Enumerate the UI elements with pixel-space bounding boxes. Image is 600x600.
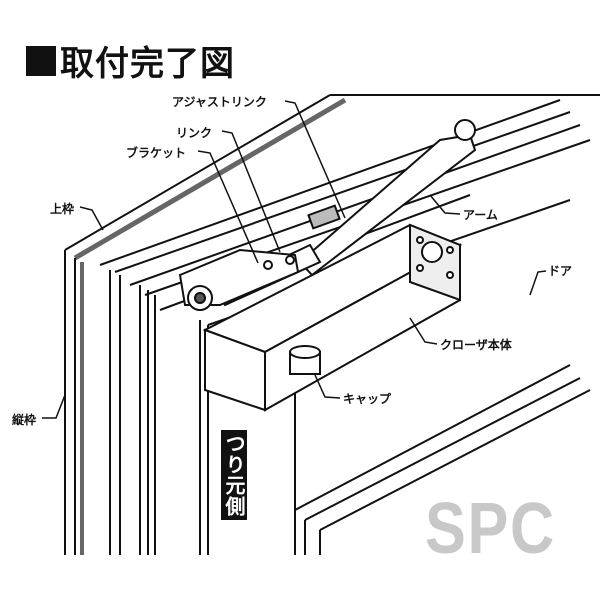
hinge-side-badge: つり元側 [221, 430, 247, 520]
link-assembly [178, 204, 341, 311]
spc-watermark: SPC [425, 489, 556, 569]
title-text: 取付完了図 [60, 44, 235, 84]
arm [298, 119, 477, 277]
label-cap: キャップ [343, 392, 392, 406]
label-link: リンク [176, 126, 213, 140]
label-top-frame: 上枠 [50, 202, 75, 216]
label-side-frame: 縦枠 [12, 413, 37, 427]
label-bracket: ブラケット [126, 146, 187, 160]
leader-lines [42, 100, 547, 419]
label-closer-body: クローザ本体 [440, 338, 512, 352]
title-square-icon [26, 45, 56, 76]
label-adjust-link: アジャストリンク [172, 95, 267, 109]
diagram-title: 取付完了図 [26, 36, 235, 85]
label-arm: アーム [463, 208, 498, 222]
cap [289, 345, 321, 375]
label-door: ドア [548, 264, 573, 278]
